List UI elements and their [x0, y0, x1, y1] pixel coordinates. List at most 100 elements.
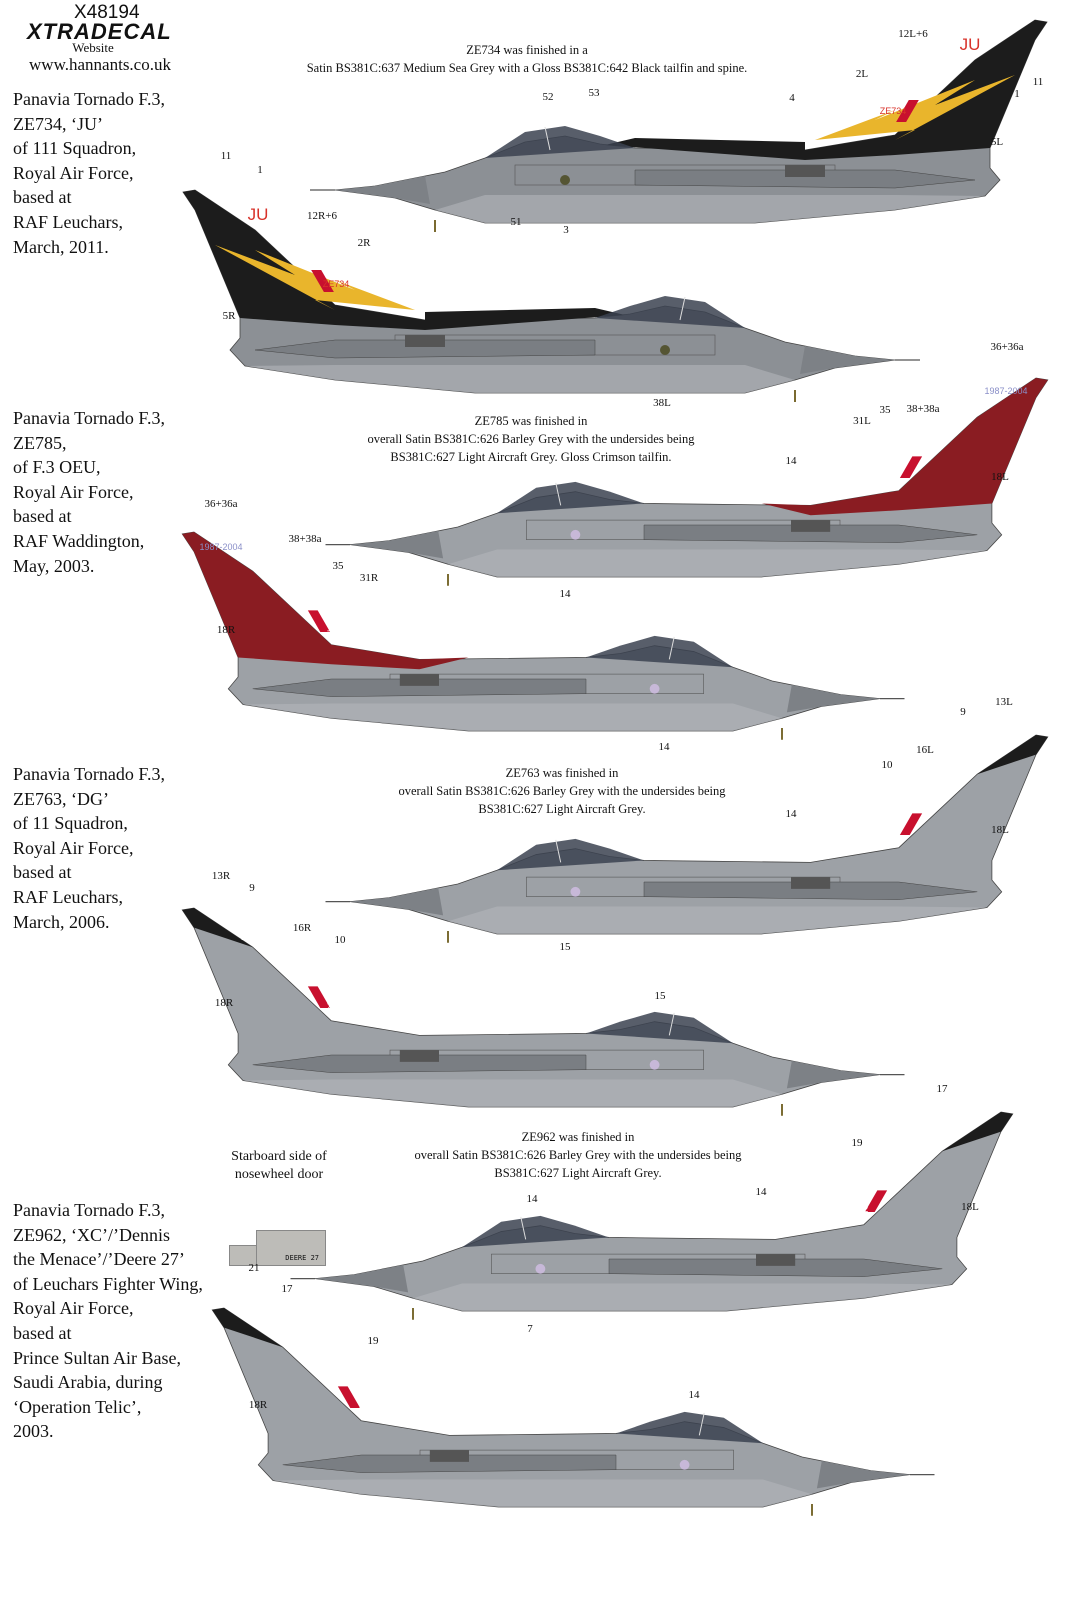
desc-line: based at [13, 862, 72, 883]
desc-line: ZE734, ‘JU’ [13, 113, 103, 134]
fin-serial: ZE785 [326, 629, 354, 639]
intake-grille [429, 1450, 469, 1462]
caption-line: nosewheel door [234, 1167, 324, 1182]
product-code: X48194 [74, 2, 140, 23]
callout-label: 16L [916, 744, 934, 756]
callout-label: 18L [991, 824, 1009, 836]
wing-glove [254, 339, 596, 359]
nosewheel-door-decal: DEERE 27 [256, 1230, 326, 1266]
underside [448, 906, 987, 934]
fuselage [181, 907, 881, 1108]
callout-label: 19 [367, 1335, 379, 1347]
callout-label: 14 [526, 1193, 538, 1205]
callout-label: 14 [688, 1389, 700, 1401]
callout-label: 35 [332, 560, 344, 572]
note-line: ZE785 was finished in [474, 414, 588, 428]
callout-label: 35 [879, 404, 891, 416]
callout-label: 36+36a [990, 341, 1024, 353]
callout-label: 13L [995, 696, 1013, 708]
intake-grille [785, 165, 825, 177]
note-line: ZE763 was finished in [505, 766, 619, 780]
wing-glove [608, 1258, 943, 1277]
roundel [649, 1059, 660, 1070]
ze734-port-profile [310, 19, 1048, 232]
note-line: BS381C:627 Light Aircraft Grey. [494, 1166, 662, 1180]
canopy-frame [668, 1012, 675, 1036]
canopy-frame [555, 482, 562, 506]
radome [800, 346, 895, 374]
desc-line: the Menace’/’Deere 27’ [13, 1249, 185, 1270]
fin-serial: ZE763 [326, 1002, 354, 1012]
wing-glove [634, 169, 976, 189]
callout-label: 10 [881, 759, 893, 771]
fin-serial: ZE734 [879, 106, 907, 116]
brand-name: XTRADECAL [27, 19, 172, 44]
underside [448, 549, 987, 577]
canopy-frame [679, 296, 686, 321]
ze763-port-profile [325, 734, 1049, 943]
desc-line: March, 2006. [13, 911, 110, 932]
wing-glove [252, 678, 587, 697]
note-line: Satin BS381C:637 Medium Sea Grey with a … [306, 61, 748, 75]
fin-code: 1987-2004 [199, 542, 243, 552]
callout-label: 2R [357, 237, 371, 249]
callout-label: 14 [785, 808, 797, 820]
callout-label: 31R [359, 572, 379, 584]
tailfin [761, 378, 1048, 516]
desc-line: Panavia Tornado F.3, [13, 408, 165, 428]
tailfin [182, 532, 469, 670]
lightning-flash [815, 75, 1015, 140]
desc-line: Royal Air Force, [13, 1298, 134, 1319]
fin-flash [899, 813, 923, 835]
radome [350, 530, 444, 559]
canopy [497, 481, 644, 514]
callout-label: 18R [214, 997, 234, 1009]
fin-flash [899, 456, 923, 478]
radome [786, 684, 880, 713]
desc-line: based at [13, 506, 72, 527]
radome [816, 1460, 910, 1489]
fin-tip [942, 1112, 1013, 1152]
callout-label: 15 [559, 941, 571, 953]
desc-line: of Leuchars Fighter Wing, [13, 1273, 203, 1294]
fin-serial: ZE734 [322, 279, 350, 289]
callout-label: 9 [960, 706, 966, 718]
callout-label: 14 [658, 741, 670, 753]
callout-label: 21 [248, 1262, 260, 1274]
canopy-frame [520, 1216, 527, 1240]
lightning-flash [215, 245, 415, 310]
roundel [535, 1263, 546, 1274]
fuselage [211, 1307, 911, 1508]
fin-code: XC [276, 1325, 300, 1344]
canopy [586, 1011, 733, 1044]
wing-glove [282, 1454, 617, 1473]
desc-line: 2003. [13, 1421, 54, 1442]
wing-glove [252, 1054, 587, 1073]
callout-label: 5L [990, 136, 1004, 148]
fin-code: 1987-2004 [984, 386, 1028, 396]
callout-label: 12L+6 [898, 28, 928, 40]
callout-label: 38L [653, 397, 671, 409]
canopy-frame [698, 1412, 705, 1436]
desc-line: ZE962, ‘XC’/’Dennis [13, 1224, 170, 1245]
callout-label: 2L [855, 68, 869, 80]
fin-tip [977, 735, 1048, 775]
roundel [560, 175, 570, 185]
underside [435, 195, 985, 223]
note-line: BS381C:627 Light Aircraft Grey. Gloss Cr… [390, 450, 672, 464]
radome [335, 176, 430, 204]
roundel [679, 1459, 690, 1470]
fin-serial: ZE785 [873, 474, 901, 484]
desc-line: Panavia Tornado F.3, [13, 89, 165, 109]
callout-label: 38+38a [288, 533, 322, 545]
intake-grille [399, 1050, 439, 1062]
desc-line: March, 2011. [13, 236, 109, 257]
fin-code: XC [928, 1128, 952, 1147]
callout-label: 31L [853, 415, 871, 427]
desc-line: ZE785, [13, 432, 67, 453]
underside [242, 703, 782, 731]
callout-label: 18R [216, 624, 236, 636]
intake-grille [405, 335, 445, 347]
